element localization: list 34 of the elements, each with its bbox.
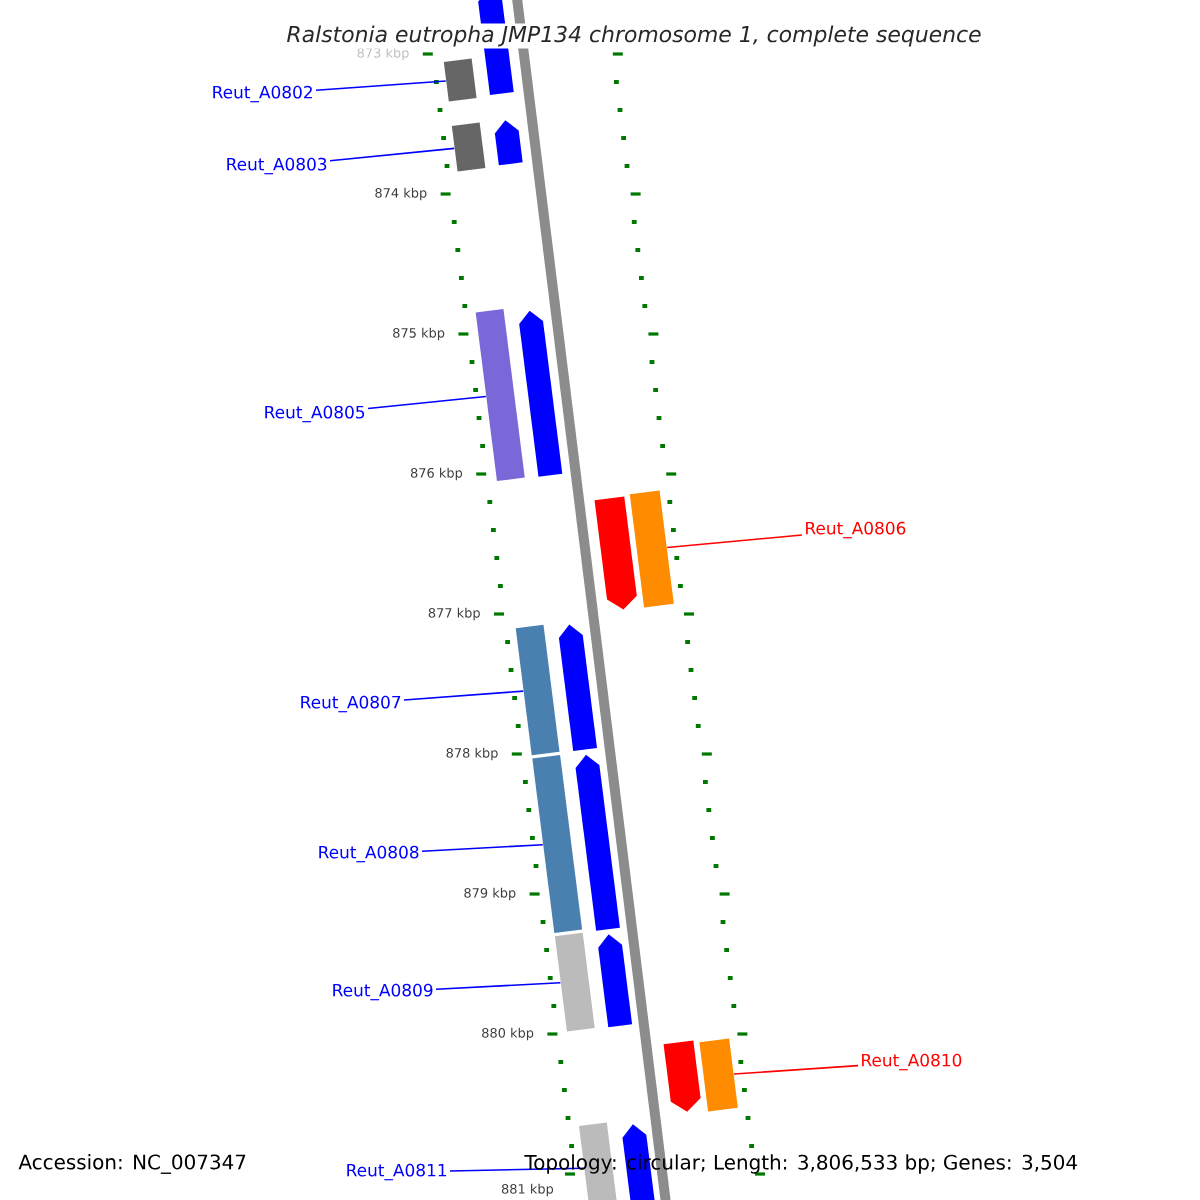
- gene-feature: [519, 310, 563, 477]
- leader-line: [733, 1064, 859, 1075]
- gene-feature: [663, 1040, 701, 1112]
- gene-label: Reut_A0802: [213, 85, 312, 103]
- leader-line: [403, 690, 525, 701]
- gene-bar: [515, 624, 560, 756]
- gene-label: Reut_A0809: [333, 983, 433, 1001]
- gene-feature: [598, 934, 633, 1028]
- gene-feature: [558, 624, 597, 751]
- gene-feature: [494, 120, 523, 166]
- gene-label: Reut_A0805: [265, 405, 365, 423]
- gene-label: Reut_A0807: [301, 695, 401, 713]
- gene-bar: [554, 932, 595, 1032]
- gene-label: Reut_A0811: [347, 1163, 447, 1181]
- gene-bar: [699, 1038, 738, 1112]
- gene-label: Reut_A0806: [806, 521, 906, 539]
- leader-line: [666, 534, 803, 549]
- gene-bar: [443, 58, 477, 102]
- gene-label: Reut_A0810: [862, 1053, 962, 1071]
- gene-bar: [532, 754, 583, 934]
- leader-line: [421, 843, 544, 852]
- gene-label: Reut_A0808: [319, 845, 419, 863]
- leader-line: [329, 147, 456, 162]
- leader-line: [367, 395, 487, 410]
- gene-feature: [575, 754, 620, 931]
- gene-bar: [475, 308, 525, 482]
- accession-text: Accession: NC_007347: [18, 1154, 246, 1174]
- gene-bar: [451, 122, 486, 172]
- leader-line: [435, 981, 562, 991]
- gene-label: Reut_A0803: [227, 157, 327, 175]
- gene-bar: [629, 490, 674, 608]
- title: Ralstonia eutropha JMP134 chromosome 1, complete sequence: [284, 23, 984, 49]
- leader-line: [315, 80, 447, 91]
- gene-feature: [594, 496, 637, 610]
